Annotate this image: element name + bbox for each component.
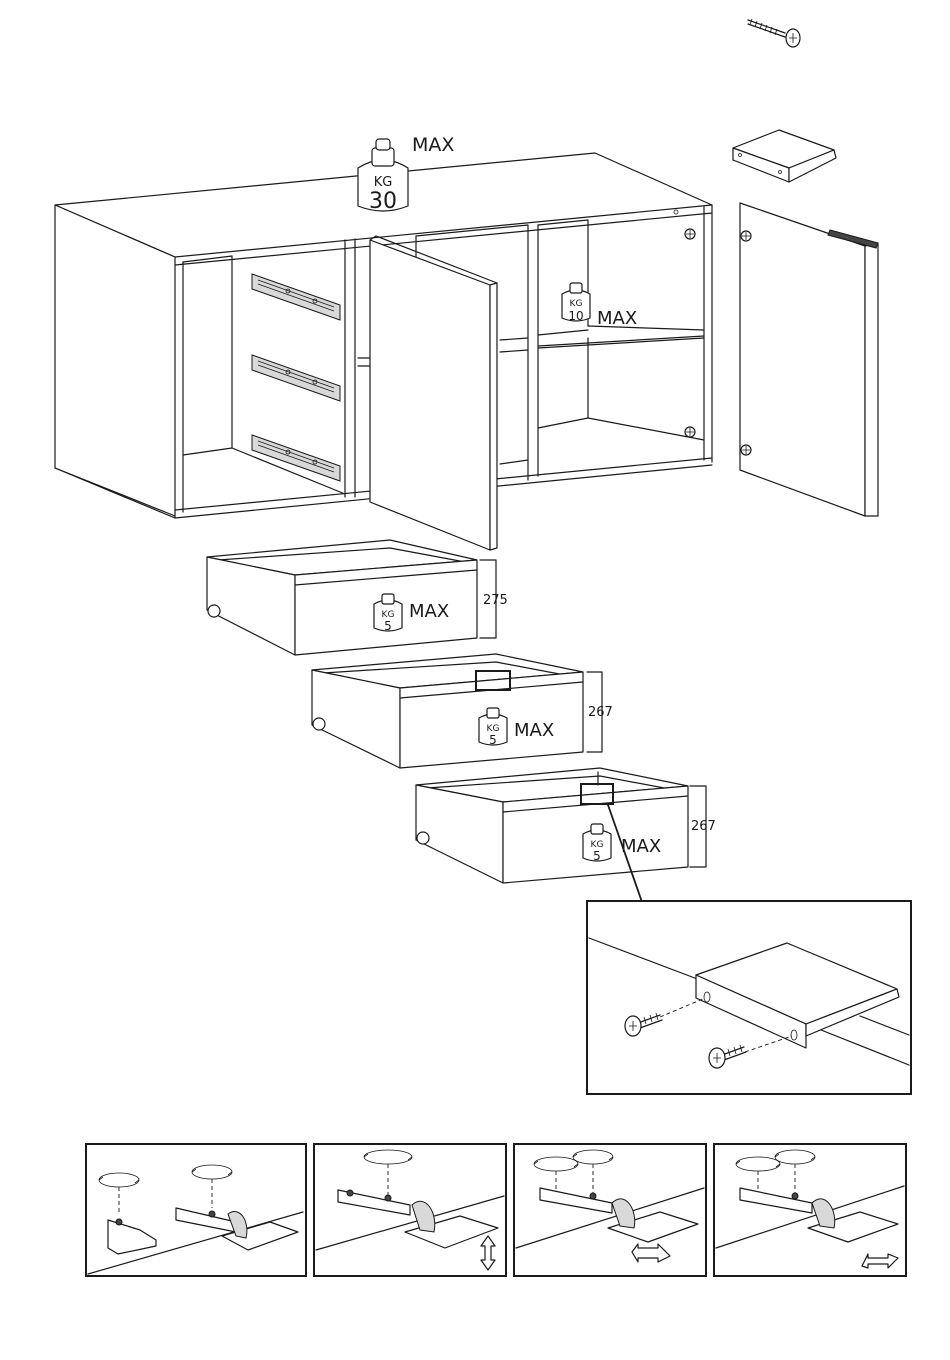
- handle-detail-box: [587, 901, 911, 1094]
- weight-drawer3-label: MAX: [621, 836, 661, 857]
- weight-shelf-unit: KG: [570, 299, 583, 309]
- weight-drawer2-label: MAX: [514, 720, 554, 741]
- weight-shelf-label: MAX: [597, 308, 637, 329]
- hinge-panel-4: [714, 1144, 906, 1276]
- weight-icon-shelf: KG 10 MAX: [562, 283, 637, 329]
- handle-icon: [733, 130, 836, 182]
- hinge-panel-2: [314, 1144, 506, 1276]
- drawer-2: [312, 654, 583, 768]
- dimension-drawer-3: 267: [691, 819, 716, 834]
- weight-top-label: MAX: [412, 134, 454, 156]
- hinge-panel-1: [86, 1144, 306, 1276]
- weight-drawer1-label: MAX: [409, 601, 449, 622]
- weight-shelf-value: 10: [568, 309, 583, 323]
- separate-door: [740, 203, 878, 516]
- weight-top-unit: KG: [374, 175, 393, 190]
- dimension-drawer-2: 267: [588, 705, 613, 720]
- screw-icon: [748, 19, 800, 47]
- hinge-panel-3: [514, 1144, 706, 1276]
- dimension-drawer-1: 275: [483, 593, 508, 608]
- weight-top-value: 30: [369, 189, 397, 214]
- weight-drawer3-value: 5: [593, 849, 601, 863]
- drawer-3: [416, 768, 688, 902]
- weight-drawer1-value: 5: [384, 619, 392, 633]
- hinge-icon: [685, 229, 695, 437]
- drawer-1: [207, 540, 477, 655]
- drawer-runners: [252, 274, 340, 481]
- open-door: [370, 236, 497, 550]
- weight-drawer2-value: 5: [489, 733, 497, 747]
